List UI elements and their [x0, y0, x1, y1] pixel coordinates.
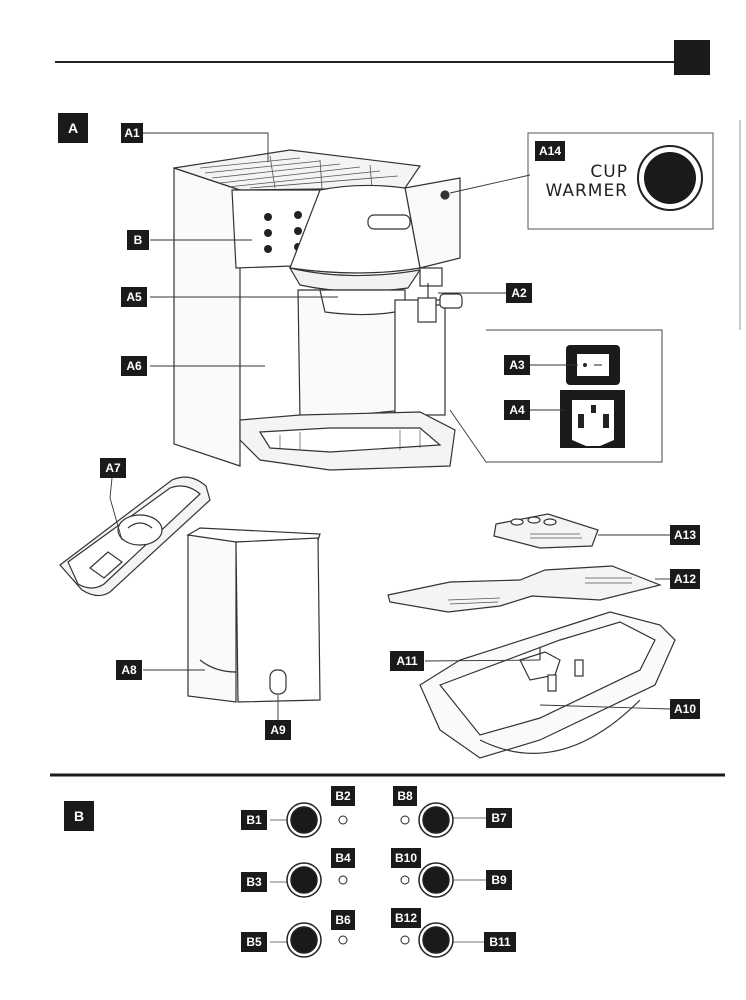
drip-tray [419, 611, 676, 759]
label-a3: A3 [504, 355, 530, 375]
label-a13: A13 [670, 525, 700, 545]
label-a8: A8 [116, 660, 142, 680]
label-b4: B4 [331, 848, 355, 868]
label-b10: B10 [391, 848, 421, 868]
label-a5: A5 [121, 287, 147, 307]
label-b2: B2 [331, 786, 355, 806]
label-a1: A1 [121, 123, 143, 143]
label-b12: B12 [391, 908, 421, 928]
water-tank [186, 527, 321, 703]
label-a14: A14 [535, 141, 565, 161]
label-b6: B6 [331, 910, 355, 930]
label-a12: A12 [670, 569, 700, 589]
label-b9: B9 [486, 870, 512, 890]
cup-warmer-inset [527, 132, 714, 230]
label-a7: A7 [100, 458, 126, 478]
cup-warmer-line2: WARMER [545, 181, 628, 201]
label-b8: B8 [393, 786, 417, 806]
label-b5: B5 [241, 932, 267, 952]
cup-tray-pad [493, 513, 599, 549]
label-b: B [127, 230, 149, 250]
header-tab [674, 40, 710, 75]
section-b-marker: B [64, 801, 94, 831]
label-a9: A9 [265, 720, 291, 740]
drip-grid [387, 565, 662, 613]
button-panel-b [270, 802, 486, 958]
label-b1: B1 [241, 810, 267, 830]
label-b7: B7 [486, 808, 512, 828]
cup-warmer-line1: CUP [590, 162, 628, 182]
label-a2: A2 [506, 283, 532, 303]
label-a10: A10 [670, 699, 700, 719]
label-b3: B3 [241, 872, 267, 892]
label-a6: A6 [121, 356, 147, 376]
label-b11: B11 [484, 932, 516, 952]
label-a11: A11 [390, 651, 424, 671]
power-inset [449, 329, 663, 463]
espresso-machine [173, 149, 463, 471]
water-tank-lid [59, 476, 211, 597]
label-a4: A4 [504, 400, 530, 420]
section-a-marker: A [58, 113, 88, 143]
leader-lines [109, 132, 671, 720]
